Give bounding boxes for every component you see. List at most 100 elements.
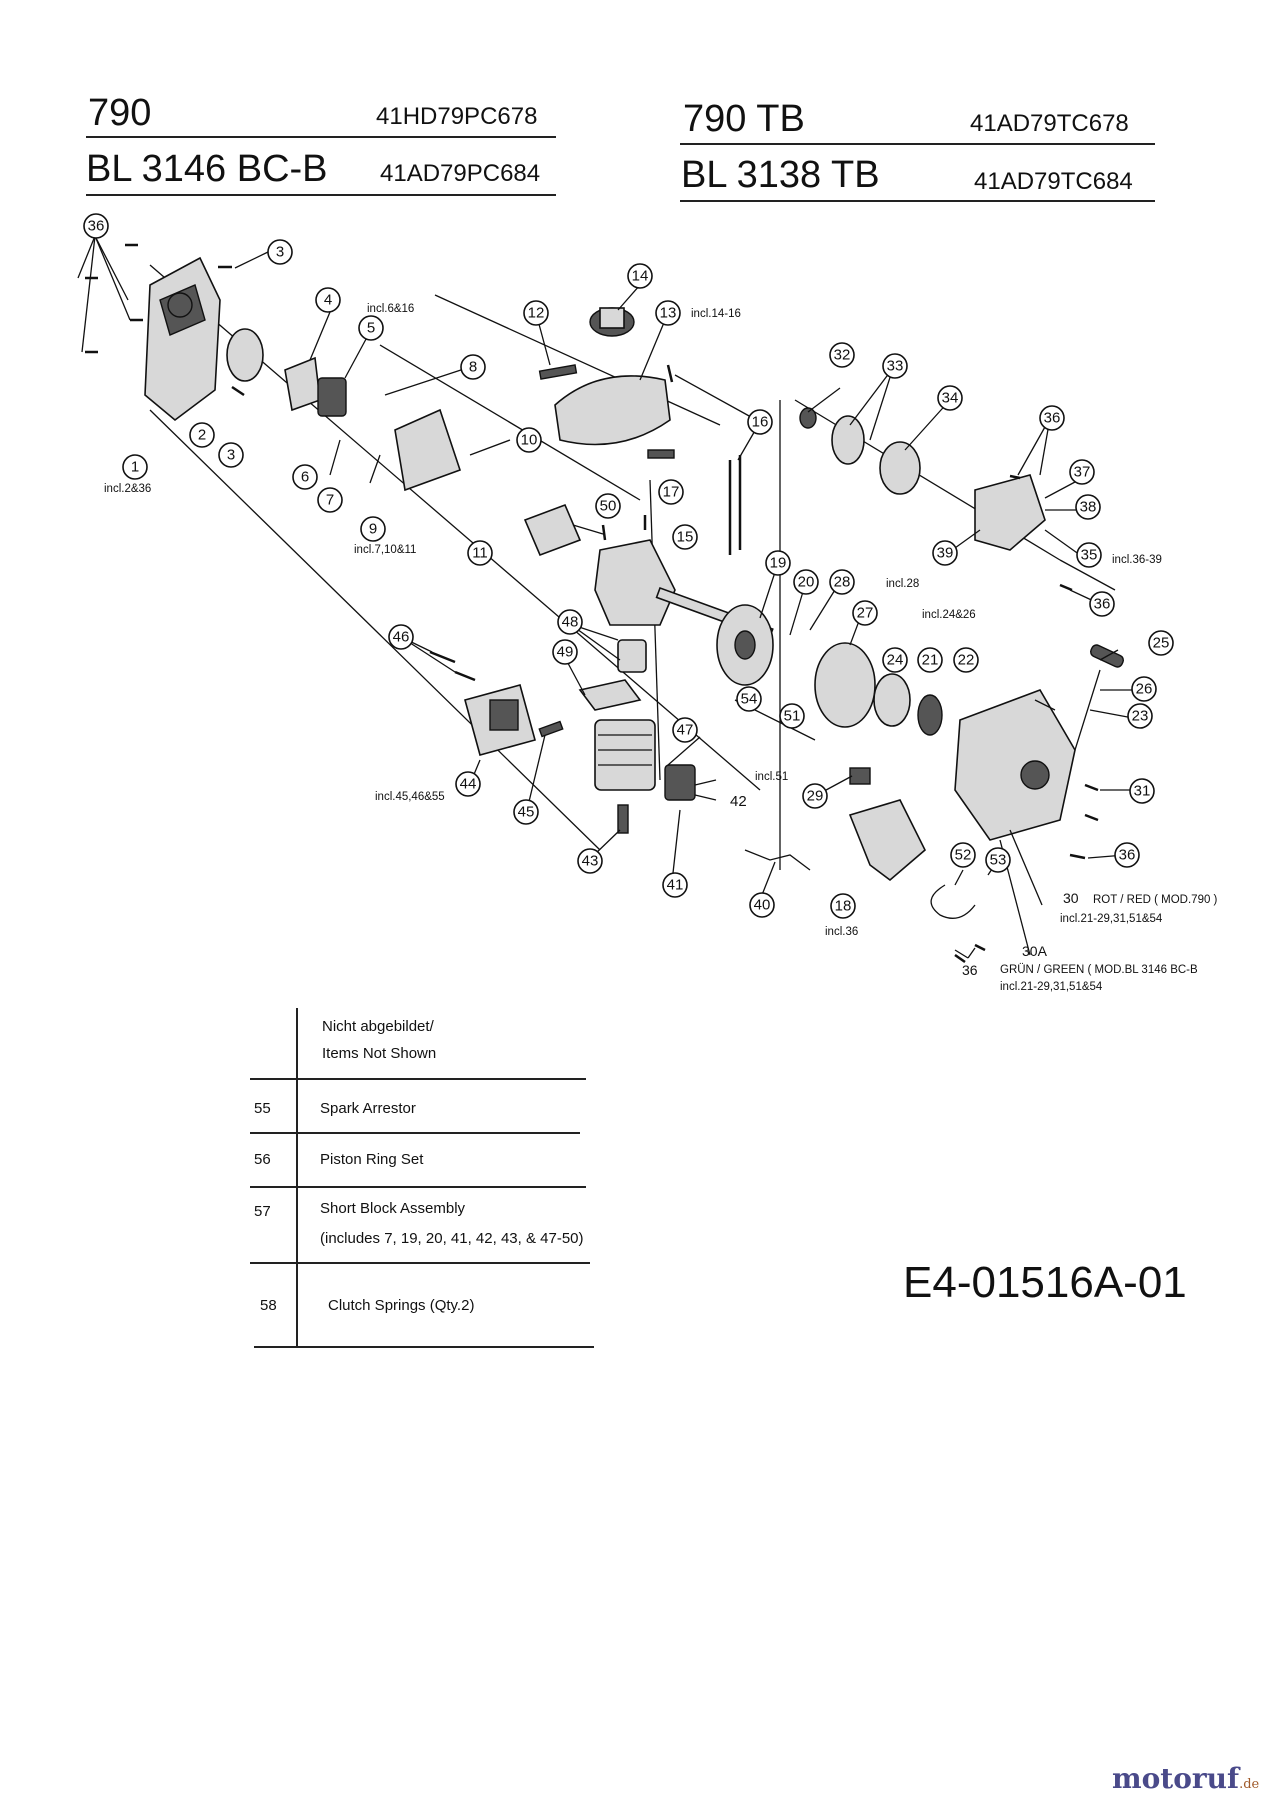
svg-text:53: 53 [990, 852, 1007, 869]
label-30a: 30A [1022, 943, 1048, 959]
header-rule [680, 200, 1155, 202]
svg-text:25: 25 [1153, 635, 1170, 652]
svg-text:28: 28 [834, 574, 851, 591]
callout-6: 6 [292, 464, 318, 490]
tank-clip [647, 449, 675, 459]
note-13: incl.14-16 [691, 308, 741, 320]
svg-text:38: 38 [1080, 499, 1097, 516]
table-row-num: 57 [254, 1203, 271, 1220]
svg-text:22: 22 [958, 652, 975, 669]
svg-text:43: 43 [582, 853, 599, 870]
note-35: incl.36-39 [1112, 554, 1162, 566]
callout-35: 35 [1076, 542, 1102, 568]
callout-28: 28 [829, 569, 855, 595]
model-790-tb: 790 TB [683, 98, 805, 140]
svg-text:7: 7 [326, 492, 334, 509]
note-30-incl: incl.21-29,31,51&54 [1060, 913, 1163, 925]
callout-16: 16 [747, 409, 773, 435]
table-row-desc: Spark Arrestor [320, 1100, 416, 1117]
note-51: incl.51 [755, 771, 788, 783]
note-30a-incl: incl.21-29,31,51&54 [1000, 981, 1103, 993]
svg-text:16: 16 [752, 414, 769, 431]
clutch-cover [974, 474, 1046, 551]
callout-37: 37 [1069, 459, 1095, 485]
label-36: 36 [962, 962, 978, 978]
intake-assembly [394, 408, 462, 492]
svg-text:1: 1 [131, 459, 139, 476]
table-rule [250, 1262, 590, 1264]
callout-36: 36 [1039, 405, 1065, 431]
callout-8: 8 [460, 354, 486, 380]
callout-51: 51 [779, 703, 805, 729]
callout-38: 38 [1075, 494, 1101, 520]
svg-text:33: 33 [887, 358, 904, 375]
callout-4: 4 [315, 287, 341, 313]
callout-36: 36 [83, 213, 109, 239]
svg-text:37: 37 [1074, 464, 1091, 481]
svg-text:47: 47 [677, 722, 694, 739]
callout-45: 45 [513, 799, 539, 825]
muffler [464, 684, 536, 756]
callout-19: 19 [765, 550, 791, 576]
svg-text:20: 20 [798, 574, 815, 591]
callout-13: 13 [655, 300, 681, 326]
note-9: incl.7,10&11 [354, 544, 416, 556]
callout-15: 15 [672, 524, 698, 550]
table-rule [254, 1346, 594, 1348]
callout-5: 5 [358, 315, 384, 341]
spark-plug [617, 804, 629, 834]
svg-text:17: 17 [663, 484, 680, 501]
flywheel [716, 604, 774, 686]
code-41AD79TC678: 41AD79TC678 [970, 110, 1129, 137]
svg-text:52: 52 [955, 847, 972, 864]
svg-text:36: 36 [88, 218, 105, 235]
svg-text:36: 36 [1044, 410, 1061, 427]
callout-33: 33 [882, 353, 908, 379]
svg-text:50: 50 [600, 498, 617, 515]
callout-32: 32 [829, 342, 855, 368]
table-rule [250, 1078, 586, 1080]
label-30: 30 [1063, 890, 1079, 906]
svg-text:10: 10 [521, 432, 538, 449]
callout-36: 36 [1114, 842, 1140, 868]
carburetor [317, 377, 347, 417]
callout-50: 50 [595, 493, 621, 519]
model-bl-3146-bc-b: BL 3146 BC-B [86, 148, 328, 190]
svg-text:49: 49 [557, 644, 574, 661]
table-rule [250, 1186, 586, 1188]
svg-text:23: 23 [1132, 708, 1149, 725]
callout-3: 3 [267, 239, 293, 265]
svg-text:45: 45 [518, 804, 535, 821]
handle-bracket [848, 799, 926, 882]
callout-3: 3 [218, 442, 244, 468]
cylinder-gasket [578, 679, 642, 711]
svg-text:24: 24 [887, 652, 904, 669]
svg-text:3: 3 [276, 244, 284, 261]
starter-spring [814, 642, 876, 728]
svg-text:40: 40 [754, 897, 771, 914]
svg-text:14: 14 [632, 268, 649, 285]
tank-bracket [538, 364, 578, 380]
callout-41: 41 [662, 872, 688, 898]
svg-text:29: 29 [807, 788, 824, 805]
fuel-hose [930, 884, 976, 919]
svg-text:46: 46 [393, 629, 410, 646]
callout-23: 23 [1127, 703, 1153, 729]
code-41AD79TC684: 41AD79TC684 [974, 168, 1133, 195]
svg-text:9: 9 [369, 521, 377, 538]
callout-27: 27 [852, 600, 878, 626]
table-divider [296, 1008, 298, 1348]
brand-tld: .de [1239, 1777, 1260, 1792]
callout-7: 7 [317, 487, 343, 513]
callout-9: 9 [360, 516, 386, 542]
callout-31: 31 [1129, 778, 1155, 804]
header-rule [86, 136, 556, 138]
svg-text:13: 13 [660, 305, 677, 322]
note-30a-color: GRÜN / GREEN ( MOD.BL 3146 BC-B [1000, 964, 1198, 976]
code-41HD79PC678: 41HD79PC678 [376, 103, 538, 130]
svg-text:32: 32 [834, 347, 851, 364]
callout-47: 47 [672, 717, 698, 743]
stop-switch-wire [744, 849, 811, 871]
table-header-en: Items Not Shown [322, 1045, 437, 1062]
